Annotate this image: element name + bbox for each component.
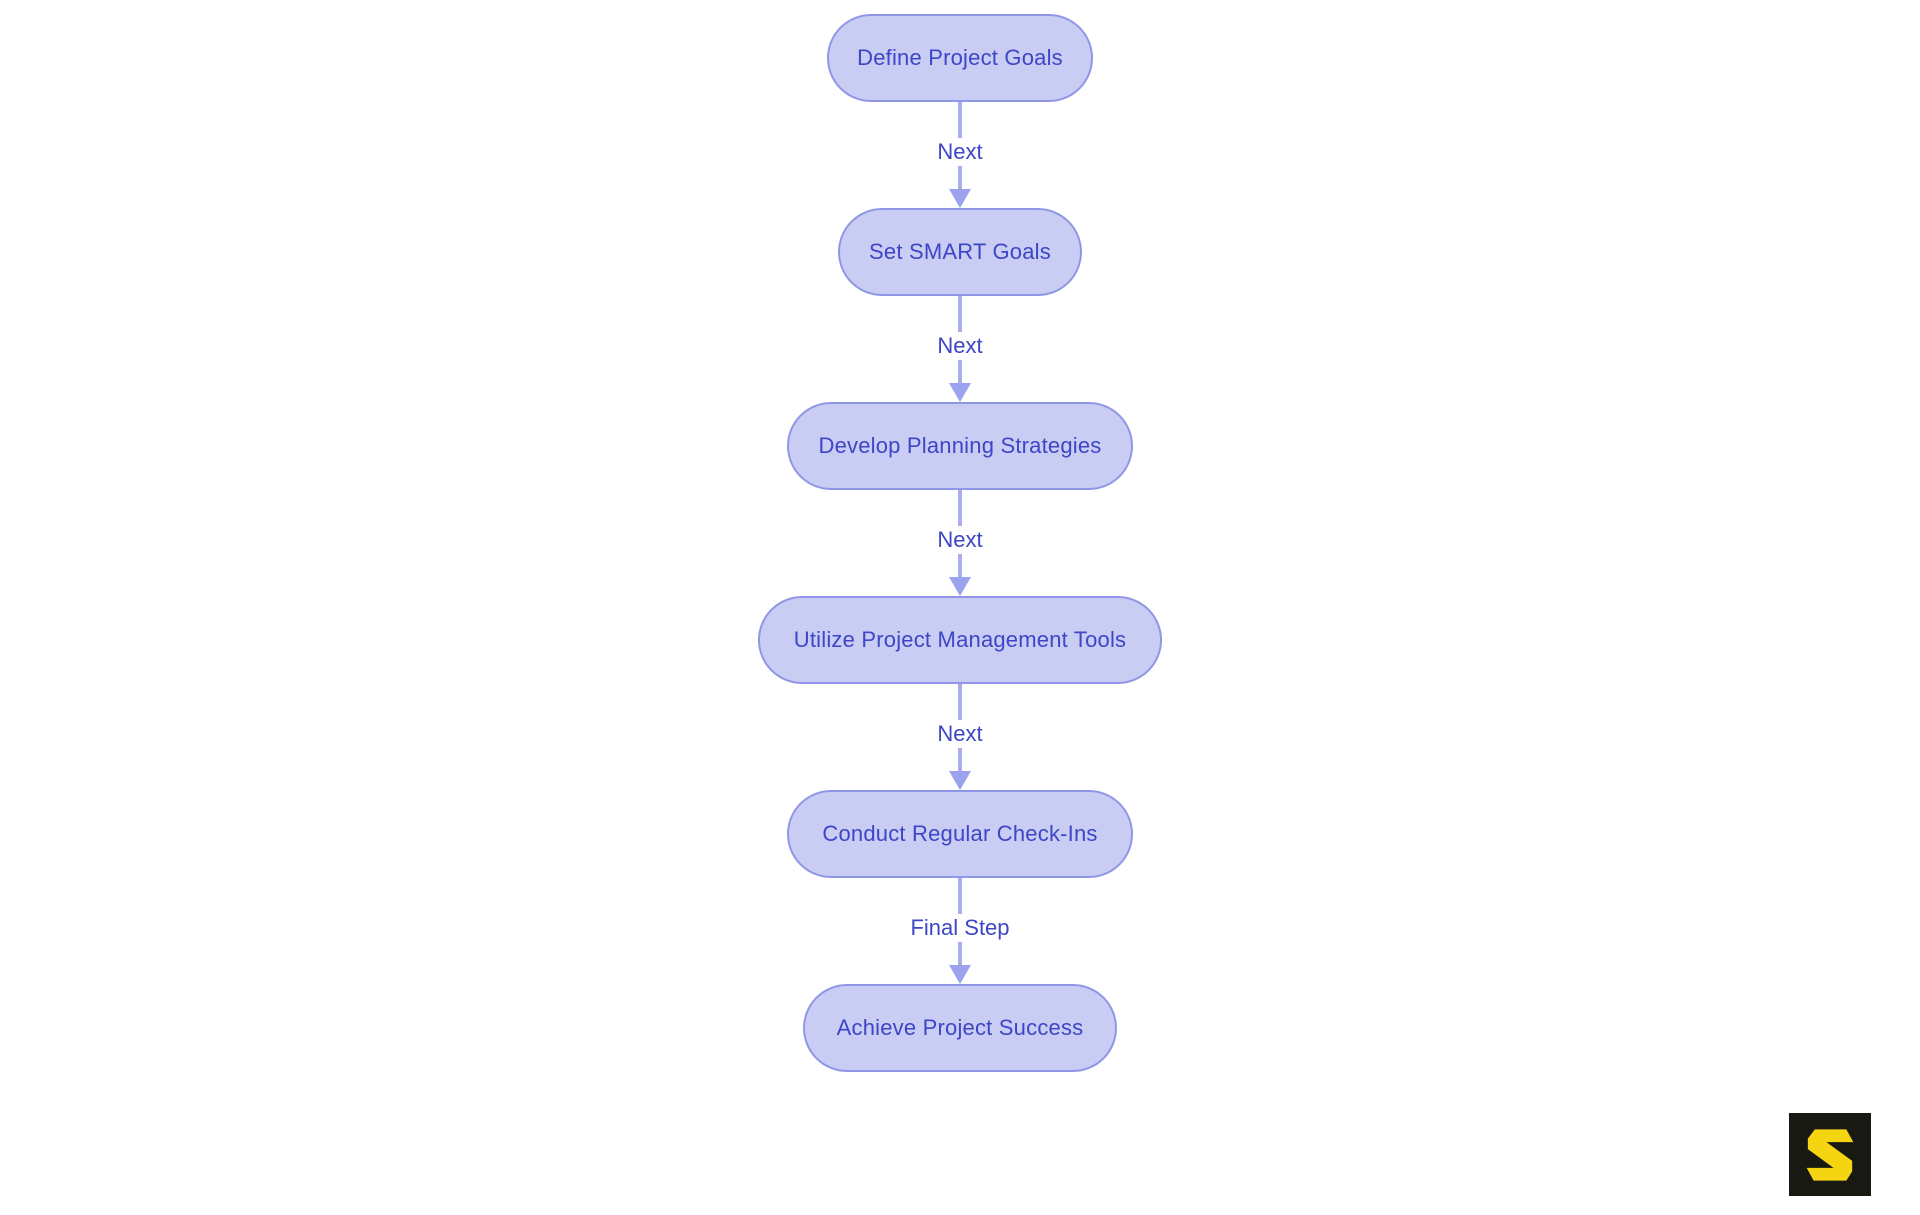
node-label: Achieve Project Success [836, 1015, 1084, 1040]
node-utilize-project-management-tools: Utilize Project Management Tools [758, 596, 1162, 684]
edge-connector-4: Next [880, 684, 1040, 790]
arrowhead-down-icon [949, 771, 971, 790]
node-develop-planning-strategies: Develop Planning Strategies [787, 402, 1133, 490]
edge-connector-1: Next [880, 102, 1040, 208]
arrowhead-down-icon [949, 577, 971, 596]
edge-label: Next [930, 137, 990, 166]
node-conduct-regular-check-ins: Conduct Regular Check-Ins [787, 790, 1133, 878]
edge-label: Next [930, 719, 990, 748]
edge-label: Next [930, 525, 990, 554]
node-label: Define Project Goals [857, 45, 1063, 70]
s-logo-icon [1806, 1128, 1854, 1181]
edge-connector-2: Next [880, 296, 1040, 402]
node-achieve-project-success: Achieve Project Success [803, 984, 1117, 1072]
brand-logo [1789, 1113, 1871, 1196]
node-label: Conduct Regular Check-Ins [822, 821, 1098, 846]
node-label: Utilize Project Management Tools [793, 627, 1127, 652]
arrowhead-down-icon [949, 383, 971, 402]
node-label: Develop Planning Strategies [818, 433, 1102, 458]
edge-label: Next [930, 331, 990, 360]
arrowhead-down-icon [949, 189, 971, 208]
edge-connector-5: Final Step [880, 878, 1040, 984]
edge-connector-3: Next [880, 490, 1040, 596]
node-define-project-goals: Define Project Goals [827, 14, 1093, 102]
edge-label: Final Step [903, 913, 1017, 942]
arrowhead-down-icon [949, 965, 971, 984]
node-set-smart-goals: Set SMART Goals [838, 208, 1082, 296]
node-label: Set SMART Goals [869, 239, 1051, 264]
